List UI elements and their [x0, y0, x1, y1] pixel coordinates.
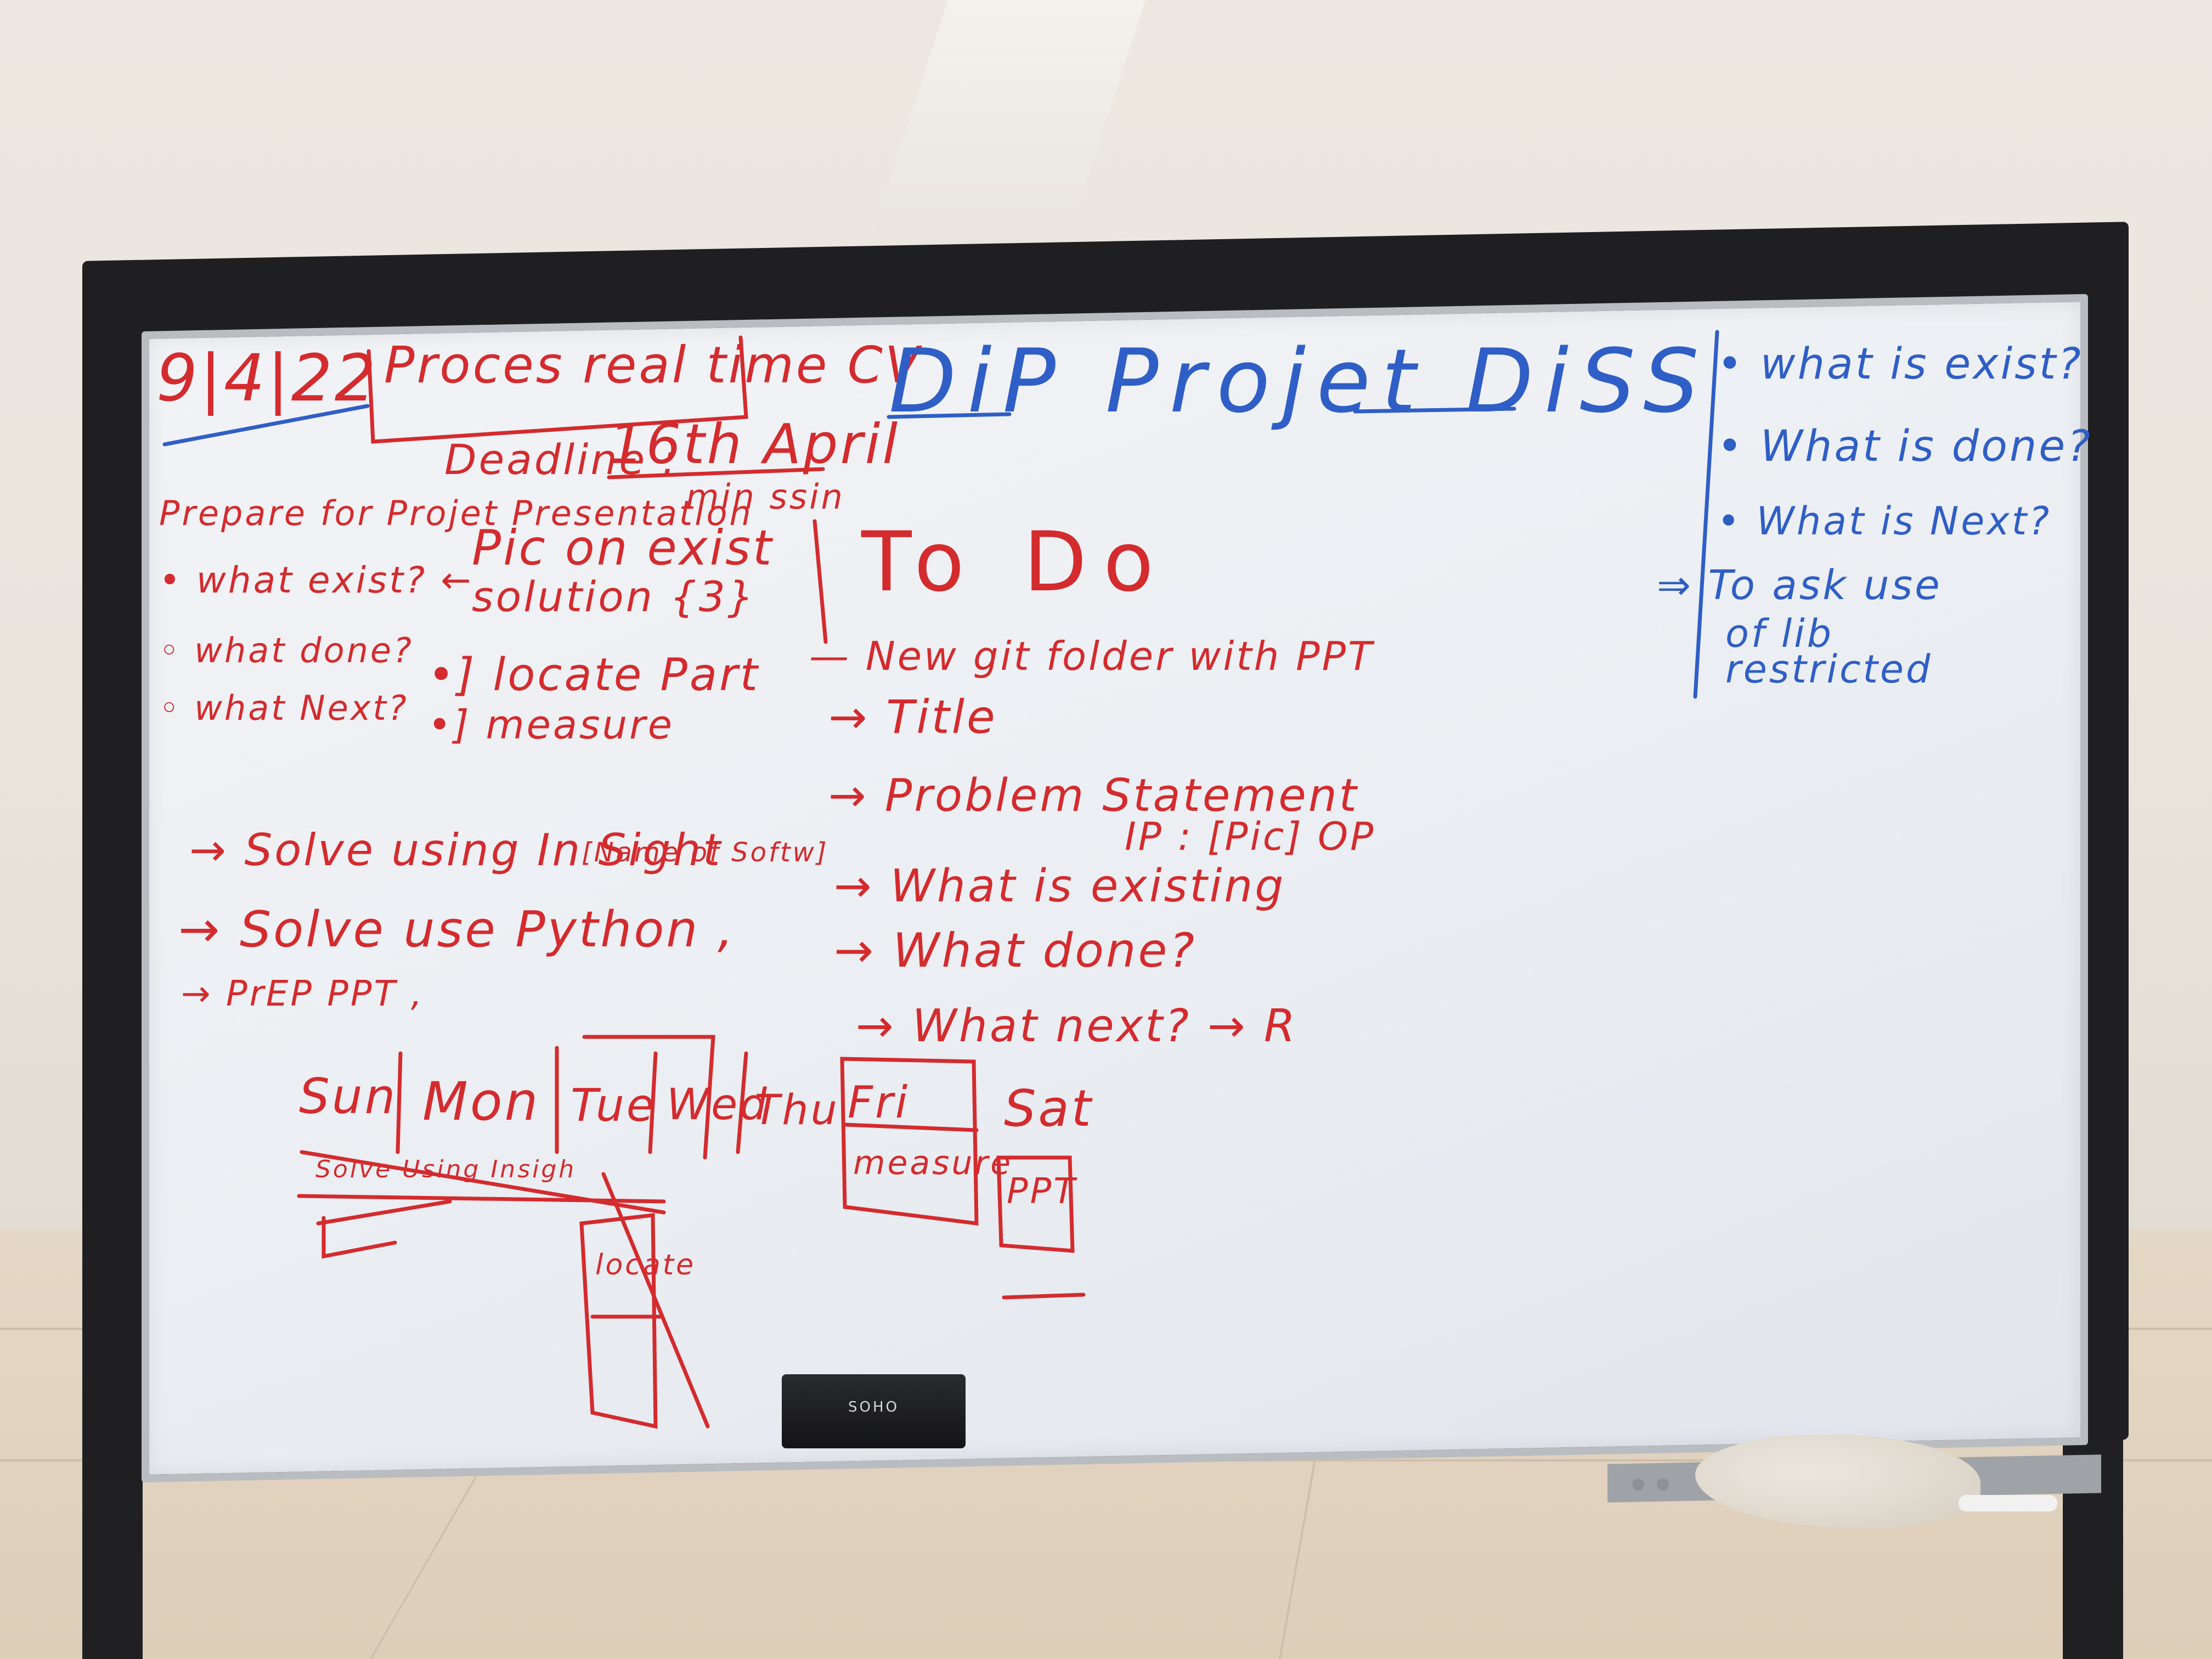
- day-wed: Wed: [667, 1080, 769, 1130]
- pic-on-exist: Pic on exist: [472, 520, 774, 576]
- eraser-brand: SOHO: [848, 1399, 899, 1415]
- prepare-heading: Prepare for Projet Presentation: [159, 493, 753, 533]
- todo-item-title: → Title: [828, 690, 997, 744]
- todo-item-existing: → What is existing: [834, 860, 1286, 912]
- right-question-exist: • what is exist?: [1717, 340, 2083, 389]
- board-date: 9|4|22: [156, 340, 378, 416]
- right-question-next: • What is Next?: [1717, 499, 2052, 544]
- measure-note: •] measure: [428, 702, 675, 748]
- plan-measure-box: measure: [853, 1144, 1013, 1182]
- cleaning-cloth: [1695, 1435, 1980, 1528]
- plan-locate-box: locate: [595, 1249, 696, 1282]
- day-sat: Sat: [1004, 1079, 1093, 1138]
- todo-item-problem: → Problem Statement: [828, 770, 1359, 822]
- locate-part: •] locate Part: [428, 649, 760, 701]
- todo-title: To Do: [861, 515, 1170, 610]
- ask-line-3: restricted: [1725, 647, 1933, 692]
- marker-pen[interactable]: [1959, 1495, 2057, 1511]
- left-point-next: ◦ what Next?: [159, 688, 409, 728]
- header-box-text: Proces real time CV: [384, 336, 922, 394]
- ask-line-2: of lib: [1725, 611, 1834, 656]
- board-title: DiP Projet DiSS: [889, 330, 1710, 432]
- tray-screw: [1657, 1479, 1669, 1491]
- todo-item-git: — New git folder with PPT: [809, 633, 1374, 679]
- prep-ppt: → PrEP PPT ,: [181, 974, 425, 1014]
- day-fri: Fri: [848, 1077, 910, 1128]
- solve-python: → Solve use Python ,: [178, 901, 736, 958]
- right-question-done: • What is done?: [1717, 422, 2092, 471]
- day-thu: Thu: [754, 1085, 839, 1134]
- solve-insight: → Solve using In Sight: [189, 825, 723, 876]
- plan-ppt-box: PPT: [1007, 1171, 1077, 1212]
- plan-solve-insight: Solve Using Insigh: [315, 1155, 577, 1183]
- ask-line-1: ⇒ To ask use: [1657, 562, 1942, 609]
- todo-item-next: → What next? → R: [856, 1000, 1297, 1052]
- left-point-done: ◦ what done?: [159, 630, 414, 670]
- board-eraser[interactable]: SOHO: [782, 1374, 966, 1448]
- solution-note: solution {3}: [472, 572, 757, 621]
- min-session: min ssin: [686, 477, 845, 517]
- day-mon: Mon: [422, 1071, 540, 1132]
- deadline-value: 16th April: [609, 412, 900, 476]
- day-sun: Sun: [299, 1068, 398, 1125]
- todo-item-ipop: IP : [Pic] OP: [1125, 814, 1376, 859]
- insight-note: [Name of Softw]: [582, 837, 829, 868]
- day-tue: Tue: [571, 1080, 657, 1132]
- tray-screw: [1632, 1479, 1644, 1491]
- left-point-exist: • what exist? ←: [159, 559, 473, 601]
- todo-item-done: → What done?: [834, 923, 1197, 978]
